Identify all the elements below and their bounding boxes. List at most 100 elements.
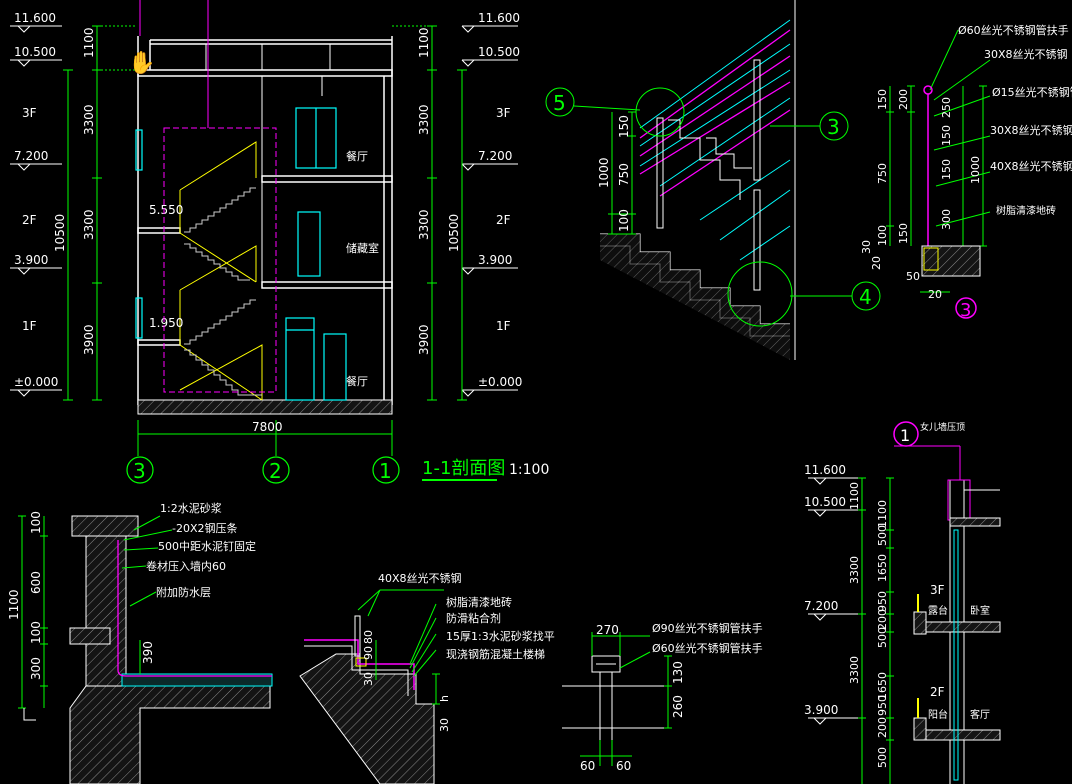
dim-text: 390 xyxy=(141,641,155,664)
dim-text: 150 xyxy=(940,125,953,146)
dim-text: 100 xyxy=(876,225,889,246)
elev-label: 10.500 xyxy=(804,495,846,509)
dim-text: 150 xyxy=(897,223,910,244)
dim-text: 3300 xyxy=(417,209,431,240)
hand-cursor-icon[interactable]: ✋ xyxy=(128,50,155,76)
dim-text: 30 xyxy=(438,718,451,732)
stair-flights xyxy=(179,141,263,401)
floor-label-right: 1F xyxy=(496,319,511,333)
callout-label: 现浇钢筋混凝土楼梯 xyxy=(446,647,545,661)
dim-total: 10500 xyxy=(447,214,461,252)
room-label: 阳台 xyxy=(928,708,948,721)
floor-label-left: 2F xyxy=(22,213,37,227)
dim-text: 500 xyxy=(876,747,889,768)
railing-detail: 5 3 4 150 1000 750 100 xyxy=(545,0,881,360)
axis-label: 1 xyxy=(379,459,392,483)
room-label: 卧室 xyxy=(970,604,990,617)
room-label: 露台 xyxy=(928,604,948,617)
detail-tag: 3 xyxy=(960,300,971,321)
dim-text: 250 xyxy=(940,97,953,118)
callout-label: -20X2钢压条 xyxy=(172,521,238,535)
callout-label: 1:2水泥砂浆 xyxy=(160,501,222,515)
callout-label: 树脂清漆地砖 xyxy=(446,595,512,609)
section-title: 1-1剖面图 xyxy=(422,458,505,479)
dim-text: 1100 xyxy=(82,27,96,58)
callout-label: 女儿墙压顶 xyxy=(920,421,965,433)
left-elevation-markers xyxy=(10,25,62,397)
dim-text: 1000 xyxy=(969,156,982,184)
dim-text: 950 xyxy=(876,695,889,716)
axis-label: 2 xyxy=(269,459,282,483)
callout-label: Ø15丝光不锈钢管 xyxy=(992,85,1072,99)
dim-text: 20 xyxy=(870,256,883,270)
callout-label: 40X8丝光不锈钢 xyxy=(990,159,1072,173)
dim-text: 1100 xyxy=(7,589,21,620)
detail-tag: 3 xyxy=(827,115,840,139)
callout-label: 40X8丝光不锈钢 xyxy=(378,571,462,585)
floor-label: 3F xyxy=(930,583,945,597)
callout-label: 30X8丝光不锈钢 xyxy=(984,47,1068,61)
dim-text: 130 xyxy=(671,661,685,684)
axis-label: 3 xyxy=(133,459,146,483)
section-1-1: 11.600 10.500 7.200 3.900 ±0.000 3F 2F 1… xyxy=(10,0,549,484)
elev-label-left: 3.900 xyxy=(14,253,48,267)
elev-label: 3.900 xyxy=(804,703,838,717)
dim-text: 3300 xyxy=(417,104,431,135)
baluster-detail: 3 Ø60丝光不锈钢管扶手 30X8丝光不锈钢 Ø15丝光不锈钢管 30X8丝光… xyxy=(860,23,1072,321)
axis-bubbles xyxy=(126,456,400,484)
detail-tag: 4 xyxy=(859,285,872,309)
left-dimension-lines xyxy=(63,25,135,401)
dim-text: 50 xyxy=(906,270,920,283)
floor-label: 2F xyxy=(930,685,945,699)
dim-text: 90 xyxy=(362,646,375,660)
dim-text: 600 xyxy=(29,571,43,594)
wall-section: 1 女儿墙压顶 xyxy=(804,421,1001,784)
dim-text: h xyxy=(438,695,451,702)
dim-text: 3900 xyxy=(417,324,431,355)
dim-text: 3300 xyxy=(82,104,96,135)
dim-text: 150 xyxy=(940,159,953,180)
step-detail: 40X8丝光不锈钢 树脂清漆地砖 防滑粘合剂 15厚1:3水泥砂浆找平 现浇钢筋… xyxy=(299,571,555,784)
dim-text: 3300 xyxy=(82,209,96,240)
width-dimension: 7800 xyxy=(252,420,283,434)
dim-text: 750 xyxy=(876,163,889,184)
dim-text: 30 xyxy=(860,240,873,254)
right-elevation-markers xyxy=(461,25,518,397)
callout-label: 15厚1:3水泥砂浆找平 xyxy=(446,629,555,643)
dim-text: 200 xyxy=(897,89,910,110)
dim-text: 150 xyxy=(617,115,631,138)
elev-label-right: 11.600 xyxy=(478,11,520,25)
landing-elev: 1.950 xyxy=(149,316,183,330)
dim-text: 60 xyxy=(616,759,631,773)
dim-text: 150 xyxy=(876,89,889,110)
elev-label: 7.200 xyxy=(804,599,838,613)
ground-slab xyxy=(137,399,393,415)
dim-text: 3900 xyxy=(82,324,96,355)
dim-text: 1000 xyxy=(597,157,611,188)
dim-text: 1100 xyxy=(848,482,861,510)
elev-label-right: ±0.000 xyxy=(478,375,522,389)
dim-text: 750 xyxy=(617,163,631,186)
dim-text: 3300 xyxy=(848,556,861,584)
elev-label-left: ±0.000 xyxy=(14,375,58,389)
elev-label-right: 3.900 xyxy=(478,253,512,267)
floor-label-left: 3F xyxy=(22,106,37,120)
dim-text: 260 xyxy=(671,695,685,718)
dim-text: 200 xyxy=(876,609,889,630)
dim-text: 270 xyxy=(596,623,619,637)
dim-text: 80 xyxy=(362,630,375,644)
elev-label: 11.600 xyxy=(804,463,846,477)
dim-text: 500 xyxy=(876,525,889,546)
dim-text: 30 xyxy=(362,672,375,686)
elev-label-left: 7.200 xyxy=(14,149,48,163)
section-cut-lines xyxy=(139,0,277,393)
dim-text: 100 xyxy=(617,209,631,232)
right-dimension-lines xyxy=(392,25,467,401)
room-label: 储藏室 xyxy=(346,241,379,255)
dim-total: 10500 xyxy=(53,214,67,252)
room-label: 客厅 xyxy=(970,708,990,721)
section-scale: 1:100 xyxy=(509,462,549,478)
callout-label: 树脂清漆地砖 xyxy=(996,204,1056,217)
room-label: 餐厅 xyxy=(346,374,368,388)
